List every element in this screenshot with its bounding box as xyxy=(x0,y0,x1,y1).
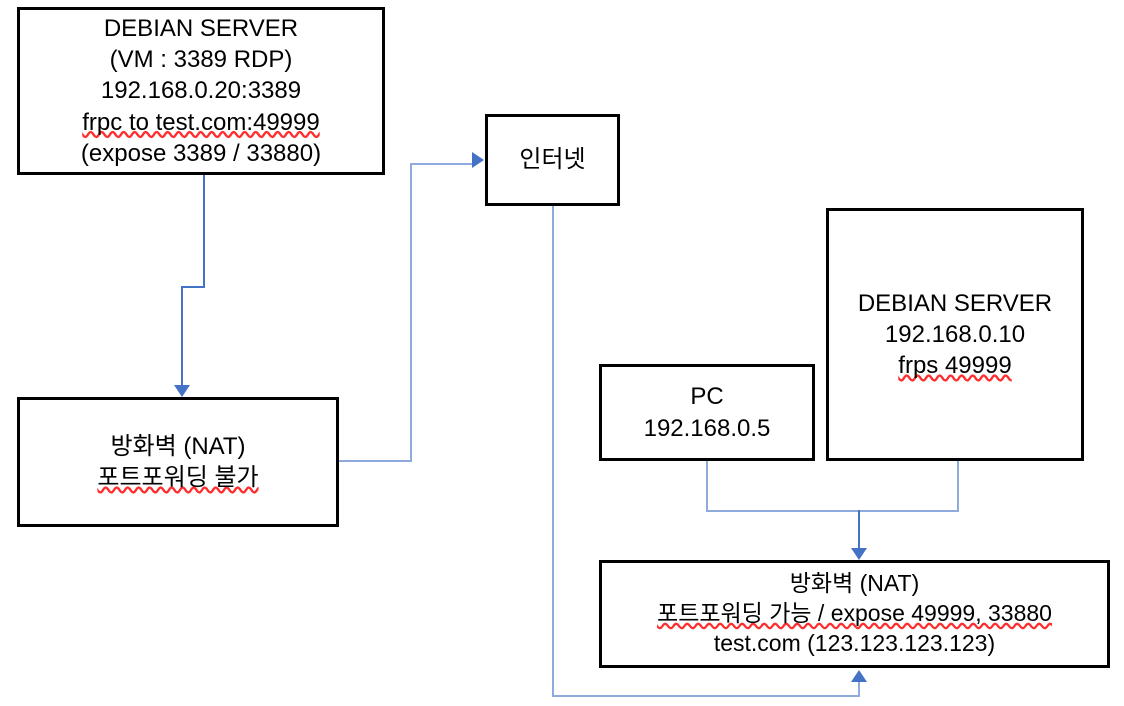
node-internet[interactable]: 인터넷 xyxy=(485,114,620,206)
node-debian-frps-line-1: DEBIAN SERVER xyxy=(857,289,1053,317)
edge-firewall-internet-segment-h1 xyxy=(339,460,412,462)
node-firewall-left-line-1: 방화벽 (NAT) xyxy=(110,432,246,460)
edge-internet-firewall-segment-v2 xyxy=(858,681,860,696)
node-debian-vm-line-4: frpc to test.com:49999 xyxy=(82,108,320,136)
edge-firewall-internet-segment-v xyxy=(410,163,412,461)
node-debian-server-frps[interactable]: DEBIAN SERVER 192.168.0.10 frps 49999 xyxy=(826,208,1084,461)
arrowhead-into-internet xyxy=(472,152,484,168)
node-pc[interactable]: PC 192.168.0.5 xyxy=(599,364,815,461)
node-firewall-right[interactable]: 방화벽 (NAT) 포트포워딩 가능 / expose 49999, 33880… xyxy=(599,560,1110,668)
edge-merge-firewall-right-segment-h xyxy=(706,510,959,512)
edge-pc-firewall-segment-v xyxy=(706,461,708,511)
edge-frps-firewall-segment-v xyxy=(957,461,959,511)
node-debian-server-vm[interactable]: DEBIAN SERVER (VM : 3389 RDP) 192.168.0.… xyxy=(17,7,385,175)
edge-internet-firewall-segment-h xyxy=(552,695,860,697)
node-debian-frps-line-3: frps 49999 xyxy=(898,352,1012,380)
node-firewall-left-line-2: 포트포워딩 불가 xyxy=(97,464,259,491)
edge-debianvm-firewall-segment-v1 xyxy=(203,175,205,287)
node-firewall-right-line-1: 방화벽 (NAT) xyxy=(789,570,920,597)
edge-internet-firewall-segment-v1 xyxy=(552,206,554,695)
node-debian-vm-line-3: 192.168.0.20:3389 xyxy=(100,77,302,105)
node-debian-frps-line-2: 192.168.0.10 xyxy=(884,320,1026,348)
arrowhead-into-firewall-right-top xyxy=(851,548,867,560)
node-debian-vm-line-2: (VM : 3389 RDP) xyxy=(109,46,293,74)
node-firewall-left[interactable]: 방화벽 (NAT) 포트포워딩 불가 xyxy=(17,397,339,527)
node-firewall-right-line-3: test.com (123.123.123.123) xyxy=(713,629,996,656)
edge-debianvm-firewall-segment-h xyxy=(181,286,205,288)
node-pc-line-1: PC xyxy=(690,383,724,411)
node-internet-label: 인터넷 xyxy=(519,146,586,174)
arrowhead-into-firewall-right-bottom xyxy=(851,670,867,682)
node-debian-vm-line-1: DEBIAN SERVER xyxy=(103,15,299,43)
node-pc-line-2: 192.168.0.5 xyxy=(643,414,771,442)
node-firewall-right-line-2: 포트포워딩 가능 / expose 49999, 33880 xyxy=(657,600,1052,627)
edge-merge-firewall-right-segment-v xyxy=(858,510,860,550)
edge-debianvm-firewall-segment-v2 xyxy=(181,286,183,386)
edge-firewall-internet-segment-h2 xyxy=(410,163,474,165)
node-debian-vm-line-5: (expose 3389 / 33880) xyxy=(80,139,322,167)
arrowhead-into-firewall-left xyxy=(174,385,190,397)
